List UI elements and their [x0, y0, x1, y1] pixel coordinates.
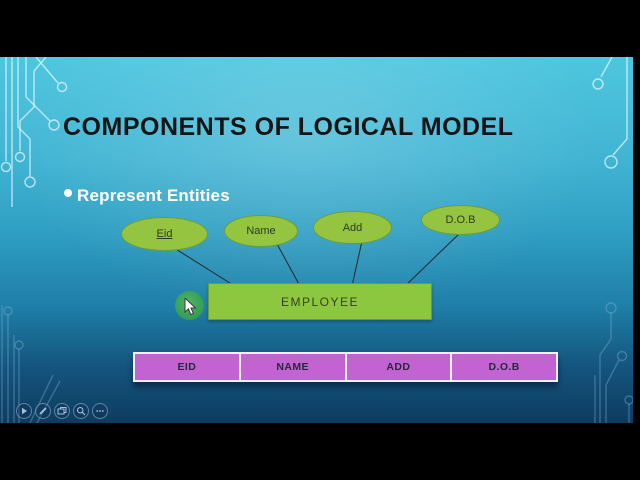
attribute-label: Add	[342, 221, 363, 234]
next-slide-icon	[22, 407, 27, 415]
table-header-row: EID NAME ADD D.O.B	[133, 352, 558, 382]
attribute-label: Eid	[156, 228, 173, 240]
connector-add	[351, 240, 363, 287]
attribute-ellipse-add: Add	[313, 211, 392, 244]
all-slides-icon	[57, 407, 67, 415]
pen-icon	[39, 407, 47, 415]
table-cell-name: NAME	[238, 352, 347, 382]
attribute-connector-lines	[170, 231, 462, 288]
table-cell-eid: EID	[133, 352, 241, 382]
presenter-toolbar	[16, 403, 108, 419]
magnifier-icon	[76, 406, 86, 416]
entity-rectangle: EMPLOYEE	[208, 283, 432, 320]
bullet-item: Represent Entities	[64, 186, 230, 206]
relation-table: EID NAME ADD D.O.B	[133, 352, 558, 382]
ellipsis-icon	[96, 410, 104, 412]
presentation-slide: COMPONENTS OF LOGICAL MODEL Represent En…	[0, 57, 633, 423]
connector-dob	[403, 231, 462, 288]
bullet-label: Represent Entities	[77, 186, 230, 205]
attribute-label: D.O.B	[445, 214, 476, 226]
attribute-ellipse-name: Name	[224, 215, 298, 247]
entity-label: EMPLOYEE	[280, 294, 360, 309]
pen-button[interactable]	[35, 403, 51, 419]
next-slide-button[interactable]	[16, 403, 32, 419]
attribute-label: Name	[246, 225, 276, 237]
table-cell-dob: D.O.B	[450, 352, 558, 382]
table-cell-add: ADD	[344, 352, 453, 382]
more-options-button[interactable]	[92, 403, 108, 419]
circuit-decoration-top-left	[0, 57, 68, 207]
zoom-button[interactable]	[73, 403, 89, 419]
circuit-decoration-bottom-right	[594, 302, 633, 423]
circuit-decoration-top-right	[592, 57, 628, 169]
bullet-dot-icon	[64, 189, 72, 197]
attribute-ellipse-dob: D.O.B	[421, 205, 500, 235]
all-slides-button[interactable]	[54, 403, 70, 419]
attribute-ellipse-eid: Eid	[121, 217, 208, 251]
connector-name	[276, 243, 301, 287]
slide-title: COMPONENTS OF LOGICAL MODEL	[63, 113, 514, 141]
connector-eid	[170, 245, 234, 286]
mouse-cursor-icon	[184, 298, 197, 316]
